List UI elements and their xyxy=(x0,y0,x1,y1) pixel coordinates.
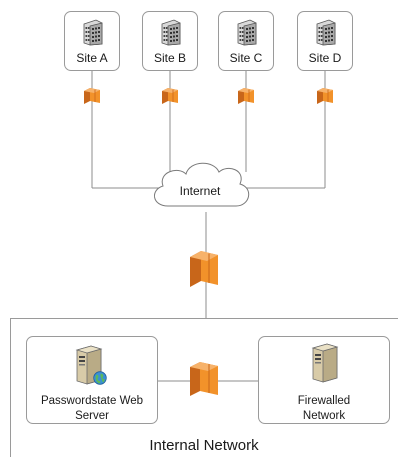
building-icon xyxy=(161,19,181,46)
building-icon xyxy=(83,19,103,46)
site-b-box: Site B xyxy=(142,11,198,71)
site-d-box: Site D xyxy=(297,11,353,71)
building-icon xyxy=(316,19,336,46)
passwordstate-web-server-box: Passwordstate Web Server xyxy=(26,336,158,424)
site-label: Site A xyxy=(76,51,108,65)
firewall-icon xyxy=(83,87,101,105)
site-label: Site B xyxy=(153,51,186,65)
firewall-icon xyxy=(190,362,218,396)
firewall-icon xyxy=(237,87,255,105)
firewall-icon xyxy=(316,87,334,105)
site-label: Site D xyxy=(308,51,342,65)
site-label: Site C xyxy=(229,51,263,65)
building-icon xyxy=(237,19,257,46)
firewalled-network-box: Firewalled Network xyxy=(258,336,390,424)
site-c-box: Site C xyxy=(218,11,274,71)
site-a-box: Site A xyxy=(64,11,120,71)
internet-label: Internet xyxy=(179,184,221,198)
server-icon xyxy=(311,343,339,383)
firewalled-label-line1: Firewalled xyxy=(297,395,351,407)
server-label-line1: Passwordstate Web xyxy=(40,395,144,407)
firewall-icon xyxy=(190,251,218,287)
firewalled-label-line2: Network xyxy=(302,410,346,422)
firewall-icon xyxy=(161,87,179,105)
internal-network-label: Internal Network xyxy=(149,437,259,454)
globe-icon xyxy=(93,371,107,385)
cloud-icon xyxy=(154,162,250,207)
internal-network-frame xyxy=(10,318,398,457)
server-label-line2: Server xyxy=(75,410,109,422)
